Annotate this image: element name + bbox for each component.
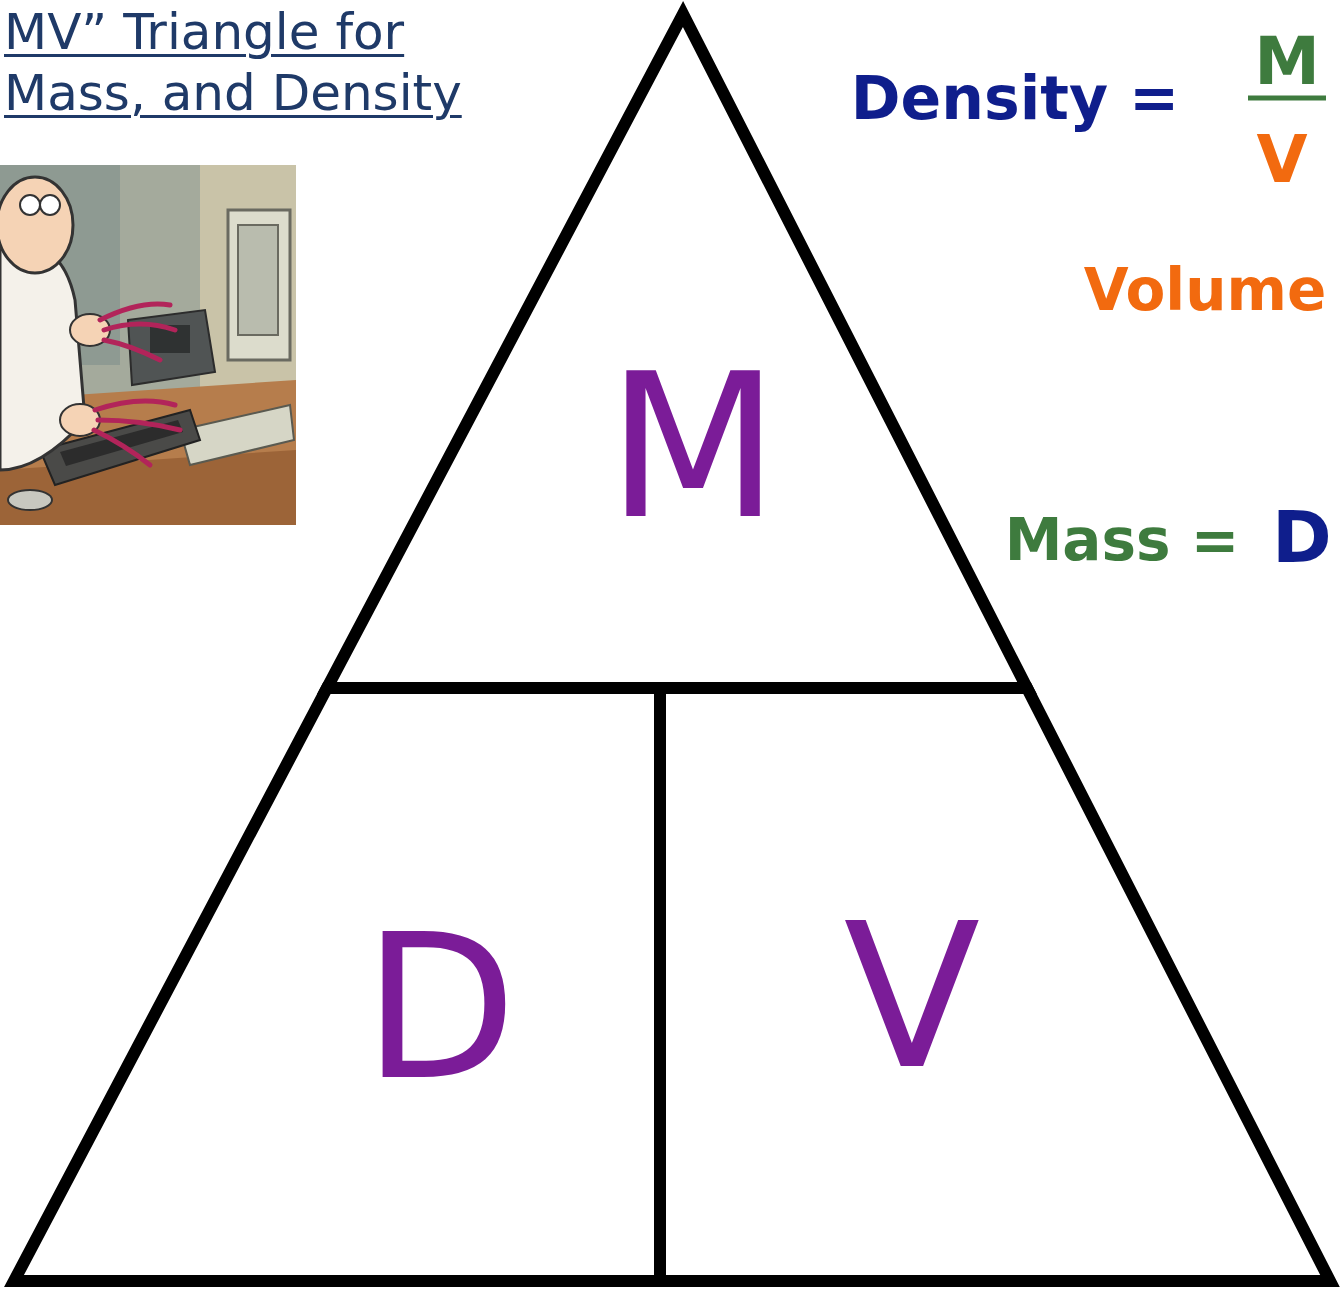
formula-text: Volume [1084, 261, 1327, 319]
triangle-section: V [650, 678, 1340, 1291]
cartoon-picture [0, 165, 296, 525]
triangle-section: D [4, 678, 670, 1291]
triangle-letter: V [844, 897, 981, 1097]
formula-text: Density = [851, 68, 1179, 128]
formula-text: M [1254, 29, 1320, 95]
section-outline [4, 678, 670, 1291]
page-title: MV” Triangle for Mass, and Density [4, 2, 544, 124]
fraction-bar [1248, 96, 1326, 101]
section-border [14, 688, 660, 1281]
title-anchor: MV” Triangle for Mass, and Density [4, 2, 544, 124]
section-outline [650, 678, 1340, 1291]
triangle-letter: M [607, 347, 780, 547]
section-border [660, 688, 1330, 1281]
formula-text: Mass = [1005, 511, 1240, 569]
formula-text: D [1272, 501, 1332, 573]
triangle-letter: D [363, 908, 517, 1108]
formula-text: V [1256, 127, 1307, 193]
